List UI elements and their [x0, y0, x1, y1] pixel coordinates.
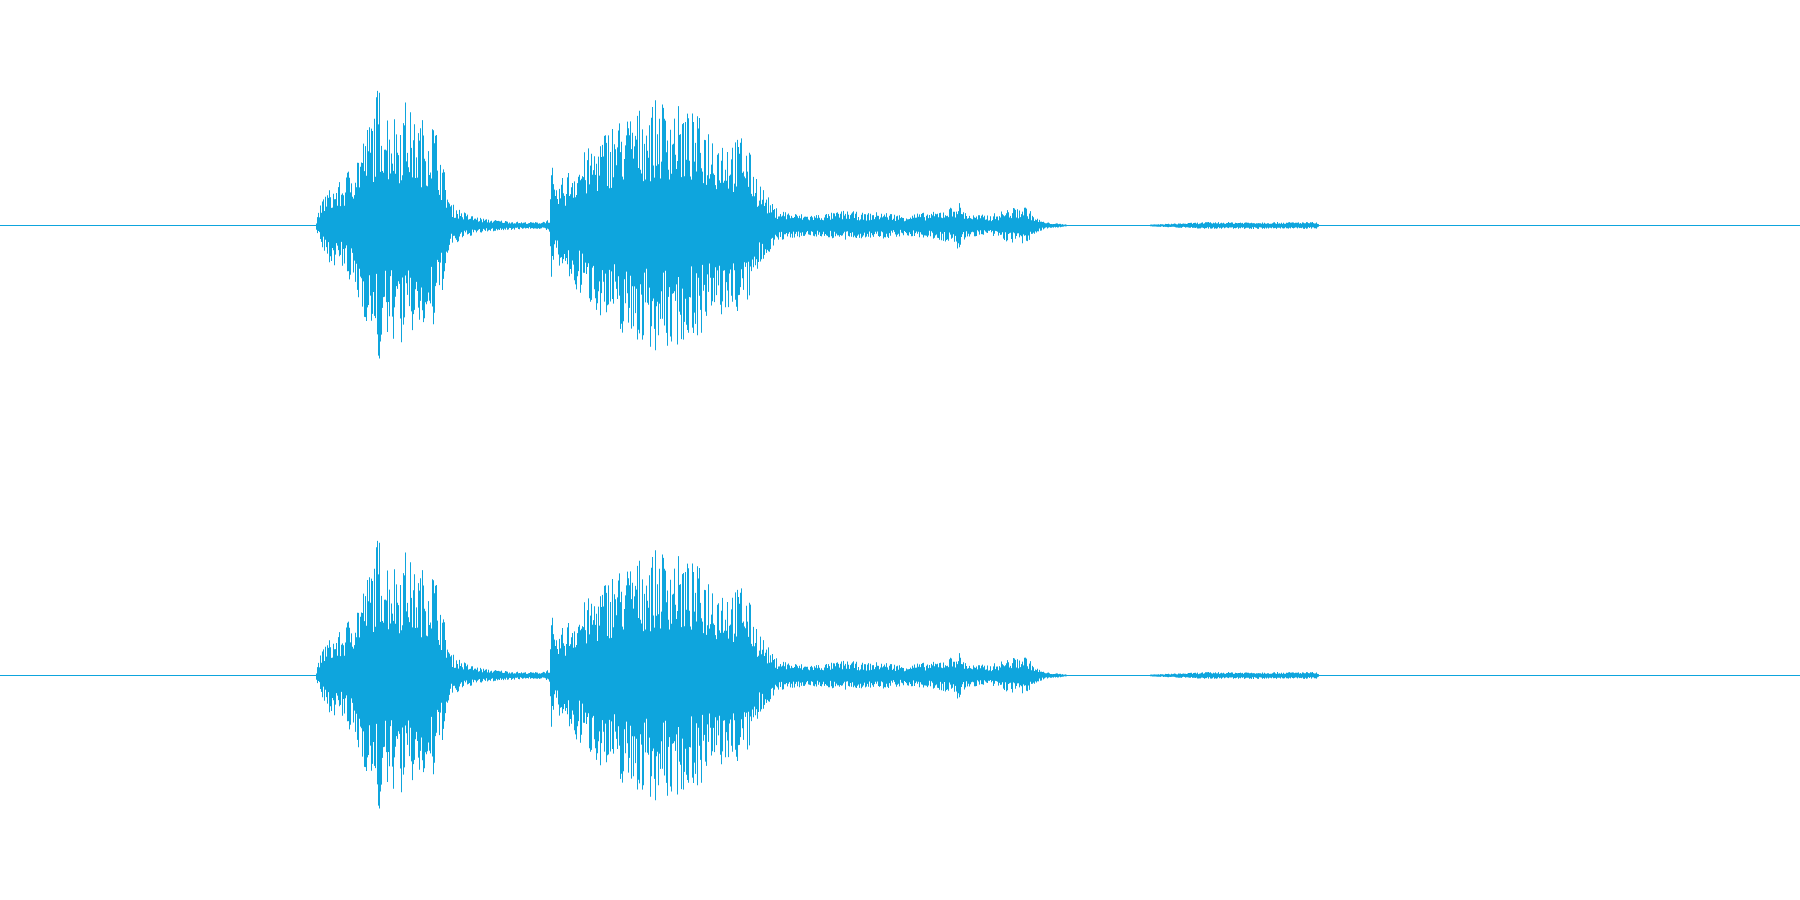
channel-1-waveform	[0, 90, 1800, 359]
waveform-signal	[316, 540, 1319, 809]
waveform-signal	[316, 90, 1319, 359]
channel-2-waveform	[0, 540, 1800, 809]
